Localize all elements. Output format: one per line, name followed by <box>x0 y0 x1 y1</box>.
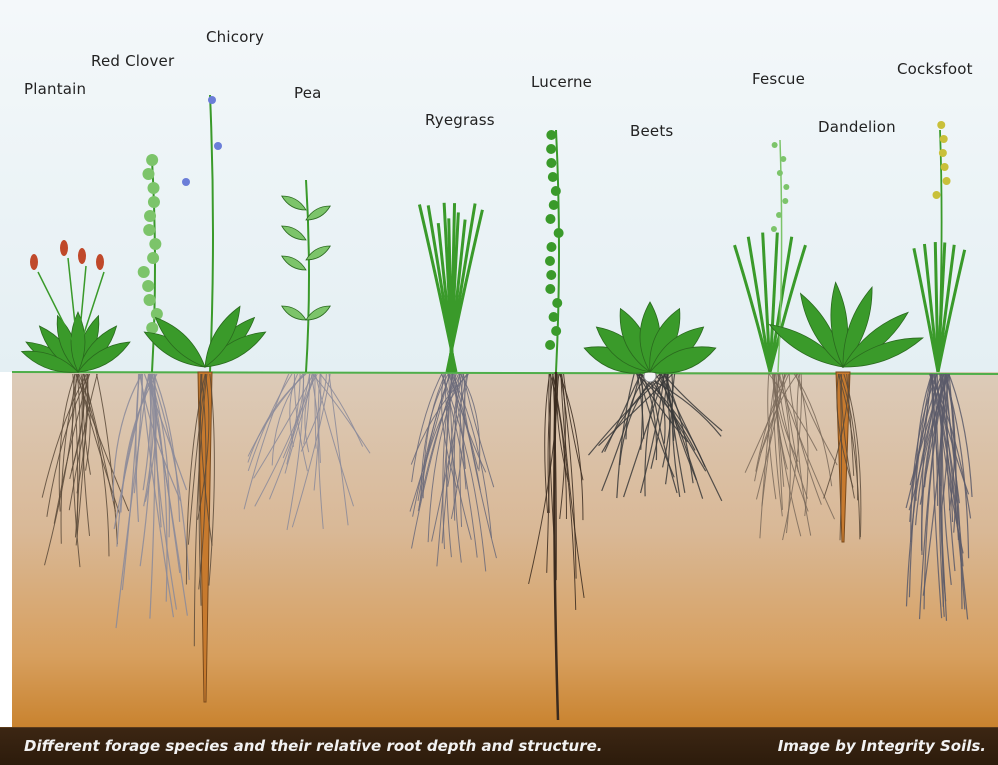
label-lucerne: Lucerne <box>531 73 592 91</box>
label-cocksfoot: Cocksfoot <box>897 60 973 78</box>
label-plantain: Plantain <box>24 80 86 98</box>
label-pea: Pea <box>294 84 322 102</box>
label-fescue: Fescue <box>752 70 805 88</box>
label-beets: Beets <box>630 122 673 140</box>
image-credit: Image by Integrity Soils. <box>778 737 986 755</box>
label-ryegrass: Ryegrass <box>425 111 495 129</box>
caption-text: Different forage species and their relat… <box>24 737 603 755</box>
label-red-clover: Red Clover <box>91 52 174 70</box>
label-dandelion: Dandelion <box>818 118 896 136</box>
label-chicory: Chicory <box>206 28 264 46</box>
